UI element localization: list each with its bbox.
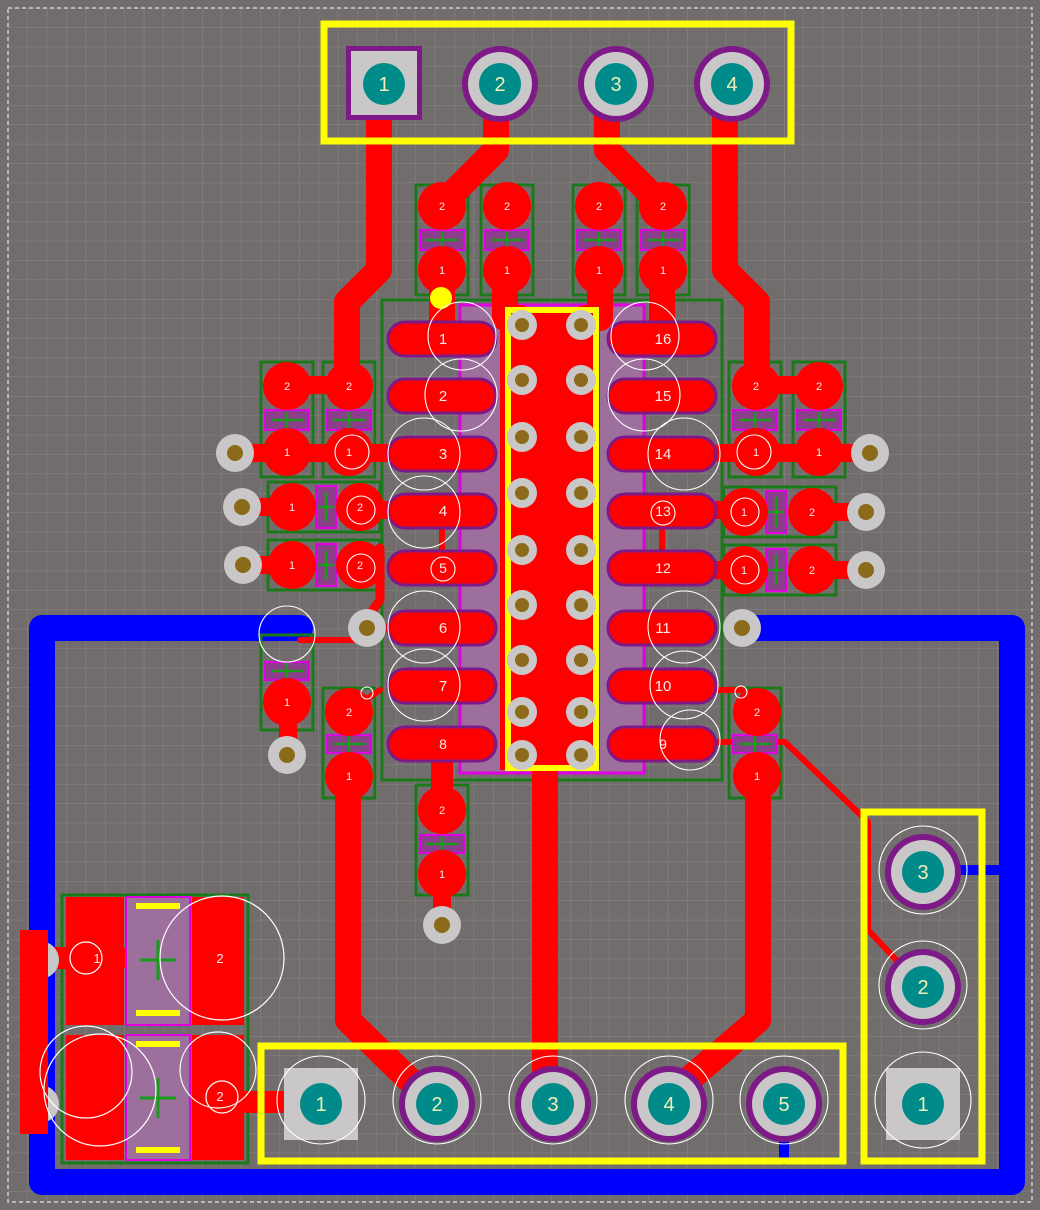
smd-pad-label: 2 [754,707,760,719]
ic-pin-label: 9 [659,736,667,752]
smd-pad-labels: 2 1 2 1 2 1 2 1 2 1 2 1 2 1 2 1 1 2 1 2 … [284,201,822,881]
smd-pad-label: 2 [439,201,445,213]
ic-pin-label: 7 [439,678,447,695]
smd-pad-label: 2 [346,381,352,393]
smd-pad-label: 2 [816,381,822,393]
smd-pad-label: 2 [660,201,666,213]
top-header-outline [320,20,795,145]
top-header-pin-label: 3 [610,74,621,96]
right-header-pin-label: 2 [917,977,928,999]
smd-pad-label: 1 [439,265,445,277]
ic-pin-label: 12 [655,560,671,576]
smd-pad-label: 2 [596,201,602,213]
smd-pad-label: 2 [809,507,815,519]
ic-right-leads [606,320,718,763]
ic-pin-label: 6 [439,620,447,637]
ic-left-leads [386,320,498,763]
smd-pad-label: 1 [346,771,352,783]
smd-pad-label: 2 [504,201,510,213]
bottom-header-pin-label: 2 [431,1094,442,1116]
right-header-outline [860,808,986,1165]
smd-pad-label: 1 [504,265,510,277]
bottom-header-pin-label: 1 [315,1094,326,1116]
smd-pad-label: 2 [439,805,445,817]
smd-pad-label: 1 [284,447,290,459]
smd-pad-label: 1 [346,447,352,459]
pin1-marker [430,287,452,309]
right-header-pin-label: 1 [917,1094,928,1116]
ic-left-pin-labels: 1 2 3 4 5 6 7 8 [439,331,447,752]
ic-pin-label: 5 [439,560,447,576]
smd-pad-label: 2 [357,502,363,514]
board-outline [7,7,1033,1203]
smd-pad-label: 1 [816,447,822,459]
smd-pad-label: 1 [741,565,747,577]
ic-pin-label: 16 [655,331,672,348]
ic-pin-label: 3 [439,446,447,463]
smd-pad-label: 2 [753,381,759,393]
ic-pin-label: 2 [439,388,447,405]
smd-pad-label: 1 [284,697,290,709]
smd-pads [263,182,843,898]
top-header-pin-label: 2 [494,74,505,96]
ic-pin-label: 15 [655,388,672,405]
bottom-header-pin-label: 3 [547,1094,558,1116]
ic-pin-label: 11 [655,620,671,637]
right-header-pins: 3 2 1 [885,834,961,1140]
top-header-pins: 1 2 3 4 [346,46,770,122]
smd-pad-label: 1 [660,265,666,277]
ic-pin-label: 14 [655,446,672,463]
smd-pad-label: 1 [741,507,747,519]
component-body-outlines [258,301,972,1149]
smd-pad-label: 1 [596,265,602,277]
right-header-pin-label: 3 [917,862,928,884]
top-header-pin-label: 4 [726,74,737,96]
smd-pad-label: 1 [289,502,295,514]
smd-pad-label: 1 [439,869,445,881]
top-header-pin-label: 1 [378,74,389,96]
ic-pin-label: 8 [439,736,447,752]
smd-pad-label: 2 [284,381,290,393]
electrolytic-pad2b-label: 2 [216,1089,223,1104]
thermal-vias [507,310,596,770]
ic-right-pin-labels: 16 15 14 13 12 11 10 9 [655,331,672,752]
smd-pad-label: 2 [357,560,363,572]
smd-pad-label: 1 [753,447,759,459]
electrolytic-pad2-label: 2 [216,951,223,966]
bottom-header-pin-label: 4 [663,1094,674,1116]
ic-pin-label: 13 [655,503,671,519]
smd-pad-label: 1 [754,771,760,783]
bottom-header-outline [257,1042,847,1165]
smd-pad-label: 2 [809,565,815,577]
ic-pin-label: 10 [655,678,672,695]
ic-pin-label: 1 [439,331,447,348]
bottom-header-pins: 1 2 3 4 5 [284,1066,822,1142]
smd-pad-label: 2 [346,707,352,719]
bottom-header-pin-label: 5 [778,1094,789,1116]
smd-pad-label: 1 [289,560,295,572]
ic-thermal-pad-silk [505,307,599,771]
electrolytic-pad1-label: 1 [93,951,100,966]
electrolytic-capacitor: 1 2 2 [20,895,285,1161]
ic-pin-label: 4 [439,503,447,520]
